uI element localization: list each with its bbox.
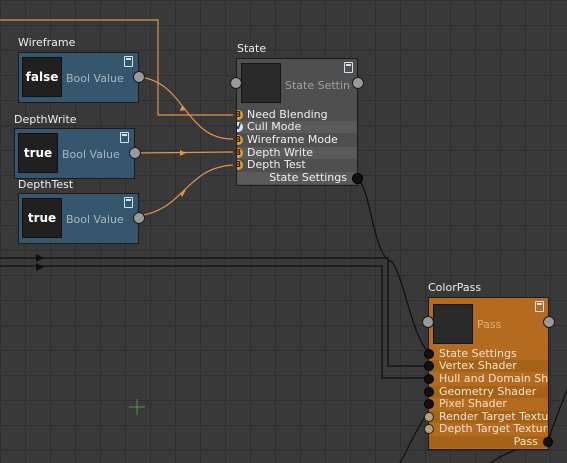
state-input-depth-write[interactable]: B Depth Write bbox=[237, 147, 357, 159]
state-input-wireframe-mode[interactable]: B Wireframe Mode bbox=[237, 134, 357, 146]
node-edit-icon[interactable] bbox=[535, 301, 544, 312]
state-input-cull-mode[interactable]: V Cull Mode bbox=[237, 121, 357, 133]
depthtest-value-label: Bool Value bbox=[66, 213, 124, 226]
colorpass-input-label: State Settings bbox=[439, 348, 517, 360]
wire-pixelshader bbox=[0, 265, 428, 379]
state-settings-output-pin[interactable] bbox=[352, 173, 363, 184]
colorpass-input-state-settings[interactable]: State Settings bbox=[429, 348, 548, 360]
colorpass-header-label: Pass bbox=[477, 318, 502, 331]
colorpass-input-depth-target[interactable]: Depth Target Texture bbox=[429, 423, 548, 435]
depthtest-bool-node[interactable]: true Bool Value bbox=[18, 193, 145, 244]
bool-type-icon: B bbox=[237, 110, 243, 120]
input-pin[interactable] bbox=[424, 361, 434, 371]
colorpass-input-label: Hull and Domain Shader bbox=[439, 373, 548, 385]
state-thumbnail bbox=[241, 63, 281, 103]
bool-type-icon: B bbox=[237, 160, 243, 170]
state-input-label: Cull Mode bbox=[247, 121, 302, 133]
state-input-label: Wireframe Mode bbox=[247, 134, 338, 146]
colorpass-input-geometry-shader[interactable]: Geometry Shader bbox=[429, 386, 548, 398]
state-header-label: State Settings bbox=[285, 79, 351, 92]
value-type-icon: V bbox=[237, 122, 243, 132]
node-edit-icon[interactable] bbox=[124, 56, 133, 67]
state-input-label: Depth Write bbox=[247, 147, 314, 159]
state-input-need-blending[interactable]: B Need Blending bbox=[237, 109, 357, 121]
wireframe-output-pin[interactable] bbox=[133, 71, 145, 83]
state-input-label: Depth Test bbox=[247, 159, 306, 171]
colorpass-input-label: Vertex Shader bbox=[439, 360, 517, 372]
colorpass-input-render-target[interactable]: Render Target Texture bbox=[429, 411, 548, 423]
depthwrite-value-thumb[interactable]: true bbox=[18, 133, 58, 173]
input-pin[interactable] bbox=[424, 374, 434, 384]
colorpass-output-pin-top[interactable] bbox=[543, 316, 555, 328]
colorpass-input-label: Geometry Shader bbox=[439, 386, 537, 398]
depthwrite-value-label: Bool Value bbox=[62, 148, 120, 161]
wire-state-to-pass bbox=[356, 177, 429, 353]
wire-depthtest bbox=[137, 164, 234, 217]
colorpass-input-hull-domain-shader[interactable]: Hull and Domain Shader bbox=[429, 373, 548, 385]
depthwrite-output-pin[interactable] bbox=[129, 147, 141, 159]
state-input-depth-test[interactable]: B Depth Test bbox=[237, 159, 357, 171]
colorpass-node-title: ColorPass bbox=[428, 281, 482, 294]
colorpass-node[interactable]: Pass State Settings Vertex Shader Hull a… bbox=[422, 297, 555, 450]
crosshair-cursor-icon bbox=[129, 399, 145, 415]
wireframe-value-label: Bool Value bbox=[66, 72, 124, 85]
wire-vertexshader bbox=[0, 257, 428, 367]
bool-type-icon: B bbox=[237, 148, 243, 158]
wireframe-bool-node[interactable]: false Bool Value bbox=[18, 52, 145, 103]
depthtest-value-thumb[interactable]: true bbox=[22, 198, 62, 238]
state-output-label: State Settings bbox=[269, 172, 347, 184]
node-edit-icon[interactable] bbox=[124, 197, 133, 208]
depthtest-node-title: DepthTest bbox=[18, 178, 74, 191]
wire-wireframe bbox=[137, 76, 234, 140]
input-pin[interactable] bbox=[424, 349, 434, 359]
pass-output-pin[interactable] bbox=[543, 437, 553, 447]
colorpass-input-pin[interactable] bbox=[422, 316, 434, 328]
input-pin[interactable] bbox=[424, 424, 434, 434]
input-pin[interactable] bbox=[424, 399, 434, 409]
wire-needblending bbox=[0, 19, 233, 116]
wire-right-2 bbox=[547, 389, 567, 442]
colorpass-thumbnail bbox=[433, 304, 473, 344]
wireframe-node-title: Wireframe bbox=[18, 36, 76, 49]
colorpass-output-label: Pass bbox=[513, 436, 538, 448]
input-pin[interactable] bbox=[424, 387, 434, 397]
bool-type-icon: B bbox=[237, 135, 243, 145]
colorpass-input-vertex-shader[interactable]: Vertex Shader bbox=[429, 360, 548, 372]
depthwrite-bool-node[interactable]: true Bool Value bbox=[14, 128, 141, 179]
node-edit-icon[interactable] bbox=[344, 62, 353, 73]
depthwrite-node-title: DepthWrite bbox=[14, 113, 77, 126]
colorpass-input-label: Render Target Texture bbox=[439, 411, 548, 423]
node-edit-icon[interactable] bbox=[120, 132, 129, 143]
input-pin[interactable] bbox=[424, 412, 434, 422]
colorpass-input-label: Pixel Shader bbox=[439, 398, 507, 410]
state-output-pin-top[interactable] bbox=[352, 77, 364, 89]
state-node-title: State bbox=[237, 42, 267, 55]
state-output-row[interactable]: State Settings bbox=[237, 172, 357, 184]
colorpass-input-label: Depth Target Texture bbox=[439, 423, 548, 435]
state-input-pin[interactable] bbox=[230, 77, 242, 89]
wireframe-value-thumb[interactable]: false bbox=[22, 57, 62, 97]
state-node[interactable]: State Settings B Need Blending V Cull Mo… bbox=[230, 58, 364, 186]
depthtest-output-pin[interactable] bbox=[133, 212, 145, 224]
colorpass-output-row[interactable]: Pass bbox=[429, 436, 548, 448]
colorpass-input-pixel-shader[interactable]: Pixel Shader bbox=[429, 398, 548, 410]
state-input-label: Need Blending bbox=[247, 109, 328, 121]
